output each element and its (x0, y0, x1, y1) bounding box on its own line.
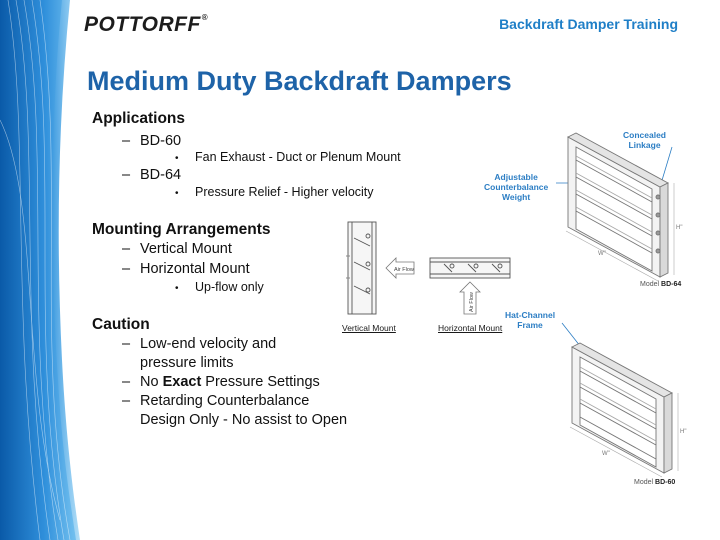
app-item-bd60: –BD-60 (122, 133, 181, 149)
vertical-mount-drawing (346, 221, 377, 315)
mount-item-label: Horizontal Mount (140, 261, 250, 277)
dim-width-bottom: W" (602, 451, 610, 457)
airflow-label: Air Flow (469, 292, 475, 312)
callout-line: Hat-Channel (505, 310, 556, 320)
dim-width-top: W" (598, 251, 606, 257)
dash-bullet: – (122, 393, 131, 409)
dim-height-top: H" (676, 225, 682, 231)
dash-bullet: – (122, 261, 131, 277)
caution-item-3: –Retarding Counterbalance (122, 393, 309, 409)
mounting-diagram: Air Flow Air Flow (346, 221, 511, 315)
caution-item-2: –No Exact Pressure Settings (122, 374, 320, 390)
app-subitem: • Pressure Relief - Higher velocity (175, 185, 374, 199)
callout-line: Linkage (628, 140, 661, 150)
model-number: BD-60 (655, 479, 676, 486)
app-item-label: BD-64 (140, 167, 182, 183)
app-item-label: BD-60 (140, 133, 182, 149)
model-label-bd64: Model BD-64 (640, 281, 681, 288)
mounting-heading: Mounting Arrangements (92, 221, 271, 238)
mount-item-horizontal: –Horizontal Mount (122, 261, 250, 277)
model-number: BD-64 (661, 281, 682, 288)
section-title: Backdraft Damper Training (499, 16, 678, 32)
model-label-bd60: Model BD-60 (634, 479, 675, 486)
horizontal-mount-drawing (429, 257, 511, 279)
mount-item-vertical: –Vertical Mount (122, 241, 232, 257)
slide-title: Medium Duty Backdraft Dampers (87, 66, 512, 96)
registered-mark: ® (201, 13, 209, 22)
caution-text: No (140, 374, 163, 390)
app-item-bd64: –BD-64 (122, 167, 181, 183)
model-prefix: Model (634, 479, 656, 486)
pottorff-logo: POTTORFF® (84, 13, 208, 37)
mount-subitem-text: Up-flow only (195, 280, 264, 294)
callout-line: Weight (502, 192, 531, 202)
dim-height-bottom: H" (680, 429, 686, 435)
caution-item-3-cont: Design Only - No assist to Open (140, 412, 348, 428)
dash-bullet: – (122, 374, 131, 390)
applications-heading: Applications (92, 110, 186, 127)
app-subitem-text: Fan Exhaust - Duct or Plenum Mount (195, 150, 401, 164)
callout-line: Frame (517, 320, 543, 330)
model-prefix: Model (640, 281, 662, 288)
dot-bullet: • (175, 283, 179, 294)
horizontal-mount-caption: Horizontal Mount (438, 323, 503, 333)
airflow-arrow-left: Air Flow (385, 257, 415, 279)
damper-illustrations: W" H" W" H" (556, 132, 686, 478)
app-subitem-text: Pressure Relief - Higher velocity (195, 185, 374, 199)
damper-bd64 (565, 132, 675, 282)
vertical-mount-caption: Vertical Mount (342, 323, 396, 333)
callout-line: Counterbalance (484, 182, 549, 192)
dot-bullet: • (175, 153, 179, 164)
airflow-arrow-up: Air Flow (459, 281, 481, 315)
dash-bullet: – (122, 241, 131, 257)
dash-bullet: – (122, 133, 131, 149)
caution-text: Retarding Counterbalance (140, 393, 310, 409)
mount-item-label: Vertical Mount (140, 241, 232, 257)
callout-line: Adjustable (494, 172, 538, 182)
logo-text: POTTORFF (84, 13, 201, 36)
caution-text: Low-end velocity and (140, 336, 277, 352)
app-subitem: • Fan Exhaust - Duct or Plenum Mount (175, 150, 401, 164)
dash-bullet: – (122, 336, 131, 352)
caution-item-1-cont: pressure limits (140, 355, 234, 371)
damper-bd60 (569, 342, 679, 478)
dot-bullet: • (175, 188, 179, 199)
caution-emphasis: Exact (162, 374, 202, 390)
caution-item-1: –Low-end velocity and (122, 336, 276, 352)
caution-text: Pressure Settings (201, 374, 320, 390)
callout-line: Concealed (623, 130, 666, 140)
mount-subitem: • Up-flow only (175, 280, 264, 294)
airflow-label: Air Flow (394, 267, 414, 273)
caution-heading: Caution (92, 316, 150, 333)
dash-bullet: – (122, 167, 131, 183)
